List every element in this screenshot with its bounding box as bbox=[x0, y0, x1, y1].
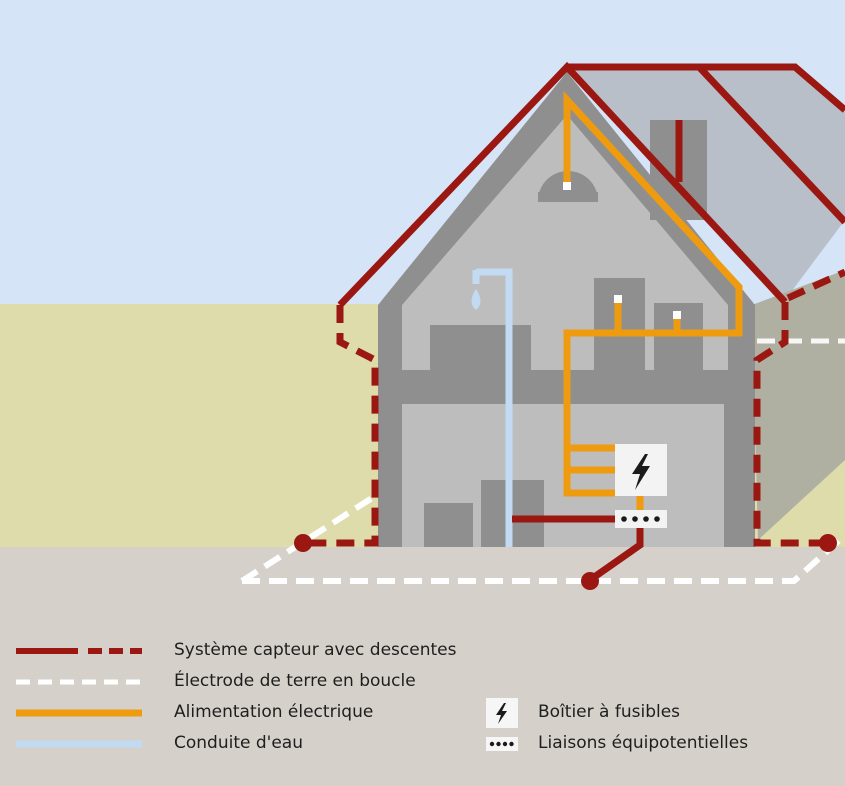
earth-connection-bottom bbox=[581, 572, 599, 590]
water-drop-icon bbox=[471, 289, 481, 310]
earth-connection-left bbox=[294, 534, 312, 552]
solid-dashed-line-icon bbox=[16, 648, 142, 654]
bar-dot bbox=[632, 516, 638, 522]
legend-label: Électrode de terre en boucle bbox=[174, 671, 416, 691]
lamp-socket-2 bbox=[614, 295, 622, 303]
attic-furniture-left bbox=[430, 325, 531, 370]
legend-item-lightning-system: Système capteur avec descentes bbox=[16, 639, 476, 663]
back-ridge-conductor bbox=[697, 65, 845, 225]
down-conductor-right bbox=[753, 302, 828, 547]
bar-dot bbox=[654, 516, 660, 522]
white-dashed-line-icon bbox=[16, 679, 142, 685]
legend-label: Liaisons équipotentielles bbox=[538, 733, 749, 753]
legend-label: Boîtier à fusibles bbox=[538, 702, 681, 722]
earth-connection-right bbox=[819, 534, 837, 552]
lamp-socket-1 bbox=[563, 182, 571, 190]
power-line-main bbox=[563, 91, 743, 497]
water-pipe bbox=[476, 268, 513, 547]
lightning-bolt-icon bbox=[486, 698, 518, 728]
down-conductor-left bbox=[303, 305, 379, 547]
lightning-bolt-icon bbox=[632, 454, 650, 490]
light-blue-line-icon bbox=[16, 740, 142, 748]
legend-item-fuse-box: Boîtier à fusibles bbox=[486, 698, 826, 728]
legend-item-earth-electrode: Électrode de terre en boucle bbox=[16, 670, 476, 694]
bar-dot bbox=[621, 516, 627, 522]
bar-dot bbox=[643, 516, 649, 522]
back-wall bbox=[752, 270, 845, 540]
cabinet-left bbox=[424, 503, 473, 547]
back-roof-conductor bbox=[567, 63, 845, 113]
equipotential-bar bbox=[615, 510, 667, 528]
legend-label: Système capteur avec descentes bbox=[174, 640, 457, 660]
back-down-conductor bbox=[786, 268, 845, 302]
earthing-conductor bbox=[587, 527, 644, 583]
legend-item-equipotential: Liaisons équipotentielles bbox=[486, 732, 826, 756]
orange-line-icon bbox=[16, 709, 142, 717]
house-attic bbox=[402, 115, 728, 370]
lamp-socket-3 bbox=[673, 311, 681, 319]
legend-item-water-pipe: Conduite d'eau bbox=[16, 732, 476, 756]
dotted-bar-icon bbox=[486, 737, 518, 751]
legend-item-power-supply: Alimentation électrique bbox=[16, 701, 476, 725]
legend-label: Alimentation électrique bbox=[174, 702, 374, 722]
legend-label: Conduite d'eau bbox=[174, 733, 303, 753]
